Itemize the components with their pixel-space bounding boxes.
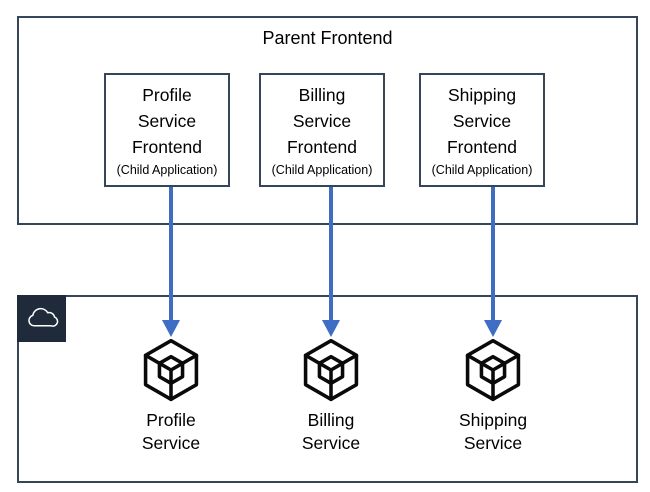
arrow-billing-frontend-to-service — [322, 187, 340, 337]
profile-service-cube-icon — [143, 338, 199, 402]
service-label-line: Service — [463, 433, 523, 453]
child-app-label: Profile — [142, 85, 192, 105]
child-app-label: Frontend — [286, 137, 358, 157]
child-app-sublabel: (Child Application) — [271, 163, 373, 177]
child-app-sublabel: (Child Application) — [116, 163, 218, 177]
child-app-box-shipping: Shipping Service Frontend (Child Applica… — [419, 73, 545, 187]
child-app-label: Service — [292, 111, 352, 131]
service-label-line: Service — [141, 433, 201, 453]
child-app-label: Service — [452, 111, 512, 131]
service-label-line: Service — [301, 433, 361, 453]
shipping-service-cube-icon — [465, 338, 521, 402]
cloud-badge — [17, 295, 66, 342]
parent-frontend-title: Parent Frontend — [262, 28, 393, 48]
child-app-sublabel: (Child Application) — [431, 163, 533, 177]
cloud-icon — [27, 307, 58, 327]
service-label-profile: Profile Service — [91, 409, 251, 455]
arrow-shipping-frontend-to-service — [484, 187, 502, 337]
service-label-billing: Billing Service — [251, 409, 411, 455]
child-app-label: Frontend — [131, 137, 203, 157]
child-app-label: Billing — [298, 85, 346, 105]
child-app-label: Frontend — [446, 137, 518, 157]
child-app-label: Shipping — [447, 85, 517, 105]
arrow-profile-frontend-to-service — [162, 187, 180, 337]
service-label-line: Profile — [146, 410, 196, 430]
billing-service-cube-icon — [303, 338, 359, 402]
child-app-box-billing: Billing Service Frontend (Child Applicat… — [259, 73, 385, 187]
child-app-box-profile: Profile Service Frontend (Child Applicat… — [104, 73, 230, 187]
service-label-line: Shipping — [458, 410, 528, 430]
service-label-line: Billing — [307, 410, 355, 430]
child-app-label: Service — [137, 111, 197, 131]
service-label-shipping: Shipping Service — [413, 409, 573, 455]
